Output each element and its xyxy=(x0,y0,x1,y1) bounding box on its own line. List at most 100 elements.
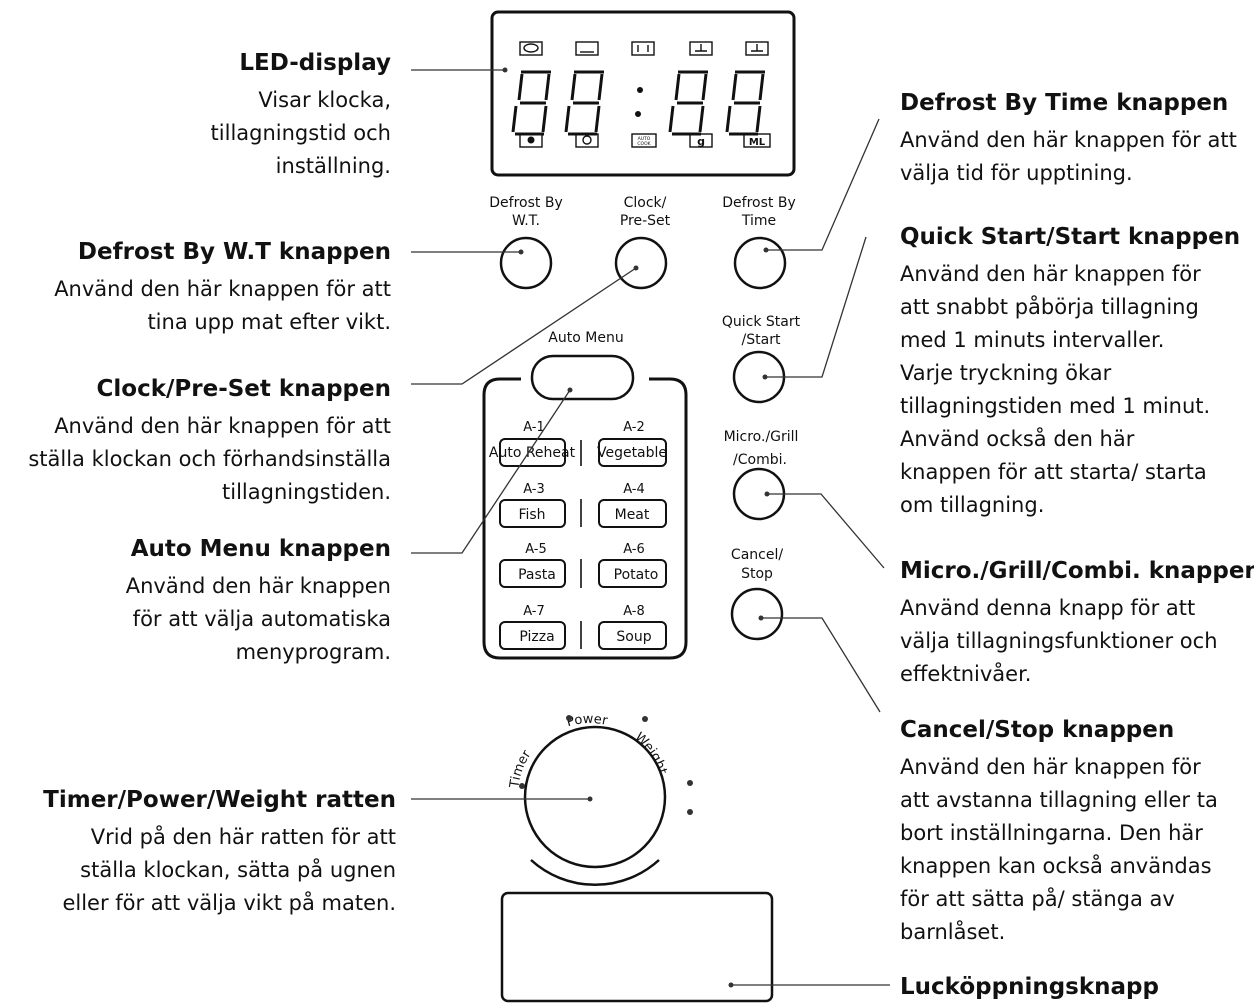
defrost-time-title: Defrost By Time knappen xyxy=(900,90,1229,116)
menu-button-a8[interactable] xyxy=(598,621,667,650)
micro-grill-button-group: Micro./Grill /Combi. xyxy=(724,429,799,521)
auto-menu-frame xyxy=(482,377,688,660)
clock-preset-button[interactable] xyxy=(614,236,668,290)
clock-icon xyxy=(575,133,599,148)
auto-menu-area: Auto Menu A-1 Auto Reheat A-2 Vegetable … xyxy=(482,330,688,660)
menu-button-a2[interactable] xyxy=(598,438,667,467)
menu-name-a4: Meat xyxy=(615,507,650,523)
menu-item-a4[interactable]: A-4 Meat xyxy=(598,482,667,528)
menu-code-a5: A-5 xyxy=(525,542,547,557)
micro-grill-label-2: /Combi. xyxy=(733,452,787,468)
menu-code-a4: A-4 xyxy=(623,482,645,497)
micro-grill-desc: Använd denna knapp för att välja tillagn… xyxy=(900,596,1218,686)
menu-button-a7[interactable] xyxy=(499,621,566,650)
clock-preset-annotation: Clock/Pre-Set knappen Använd den här kna… xyxy=(1,374,391,509)
ml-icon xyxy=(743,133,771,148)
quick-start-label-2: /Start xyxy=(742,332,781,348)
microwave-wave-icon xyxy=(523,43,539,53)
quick-start-title: Quick Start/Start knappen xyxy=(900,224,1241,250)
defrost-wt-button-group: Defrost By W.T. xyxy=(489,195,563,290)
grill-icon xyxy=(575,41,599,56)
menu-item-a2[interactable]: A-2 Vegetable xyxy=(597,420,667,467)
menu-name-a7: Pizza xyxy=(519,629,554,645)
menu-name-a6: Potato xyxy=(614,567,659,583)
auto-menu-title: Auto Menu knappen xyxy=(130,536,391,562)
dial-arc xyxy=(530,859,660,887)
menu-button-a5[interactable] xyxy=(499,559,566,588)
defrost-wt-desc: Använd den här knappen för att tina upp … xyxy=(54,277,391,334)
cancel-stop-label-1: Cancel/ xyxy=(731,547,783,563)
clock-preset-title: Clock/Pre-Set knappen xyxy=(96,376,392,402)
combi-icon xyxy=(631,41,655,56)
clock-preset-desc: Använd den här knappen för att ställa kl… xyxy=(28,414,391,504)
cancel-stop-annotation: Cancel/Stop knappen Använd den här knapp… xyxy=(900,715,1230,949)
auto-menu-annotation: Auto Menu knappen Använd den här knappen… xyxy=(11,534,391,669)
quick-start-label-1: Quick Start xyxy=(722,314,801,330)
ml-label: ML xyxy=(749,137,766,148)
door-open-button[interactable] xyxy=(500,891,774,1003)
defrost-wt-label-2: W.T. xyxy=(512,213,540,229)
menu-item-a3[interactable]: A-3 Fish xyxy=(499,482,566,528)
menu-code-a2: A-2 xyxy=(623,420,645,435)
micro-grill-label-1: Micro./Grill xyxy=(724,429,799,445)
display-bottom-icons: AUTO COOK g ML xyxy=(519,133,771,148)
cancel-stop-desc: Använd den här knappen för att avstanna … xyxy=(900,755,1218,944)
led-display-desc: Visar klocka, tillagningstid och inställ… xyxy=(210,88,391,178)
auto-menu-desc: Använd den här knappen för att välja aut… xyxy=(125,574,391,664)
defrost-time-desc: Använd den här knappen för att välja tid… xyxy=(900,128,1237,185)
menu-button-a3[interactable] xyxy=(499,499,566,528)
menu-item-a7[interactable]: A-7 Pizza xyxy=(499,604,566,650)
dial-annotation: Timer/Power/Weight ratten Vrid på den hä… xyxy=(16,785,396,920)
gram-label: g xyxy=(697,135,705,148)
auto-menu-button[interactable] xyxy=(530,354,635,401)
leader-lines xyxy=(411,67,890,988)
menu-item-a5[interactable]: A-5 Pasta xyxy=(499,542,566,588)
clock-preset-label-1: Clock/ xyxy=(624,195,667,211)
defrost-wt-title: Defrost By W.T knappen xyxy=(77,239,391,265)
defrost-time-button-group: Defrost By Time xyxy=(722,195,796,290)
auto-cook-label-line2: COOK xyxy=(637,141,651,147)
menu-code-a3: A-3 xyxy=(523,482,545,497)
defrost-time-label-1: Defrost By xyxy=(722,195,795,211)
menu-code-a6: A-6 xyxy=(623,542,645,557)
menu-button-a6[interactable] xyxy=(598,559,667,588)
auto-cook-label-line1: AUTO xyxy=(638,136,651,142)
defrost-icon xyxy=(689,41,713,56)
menu-code-a8: A-8 xyxy=(623,604,645,619)
auto-menu-label: Auto Menu xyxy=(548,330,623,346)
micro-grill-annotation: Micro./Grill/Combi. knappen Använd denna… xyxy=(900,556,1254,691)
clock-preset-button-group: Clock/ Pre-Set xyxy=(614,195,671,290)
led-display-annotation: LED-display Visar klocka, tillagningstid… xyxy=(11,48,391,183)
defrost-time-label-2: Time xyxy=(741,213,776,229)
dial-knob[interactable] xyxy=(523,725,667,869)
timer-power-weight-dial: Timer Power Weight xyxy=(507,712,693,887)
dial-desc: Vrid på den här ratten för att ställa kl… xyxy=(62,825,396,915)
microwave-icon xyxy=(519,41,543,56)
clock-preset-label-2: Pre-Set xyxy=(620,213,671,229)
display-top-icons xyxy=(519,41,769,56)
menu-item-a1[interactable]: A-1 Auto Reheat xyxy=(489,420,576,467)
defrost-time-annotation: Defrost By Time knappen Använd den här k… xyxy=(900,88,1245,190)
door-title: Lucköppningsknapp xyxy=(900,974,1159,1000)
menu-button-a1[interactable] xyxy=(499,438,566,467)
menu-item-a8[interactable]: A-8 Soup xyxy=(598,604,667,650)
menu-name-a5: Pasta xyxy=(518,567,556,583)
quick-start-button-group: Quick Start /Start xyxy=(722,314,801,404)
menu-code-a7: A-7 xyxy=(523,604,545,619)
menu-name-a2: Vegetable xyxy=(597,445,667,461)
menu-item-a6[interactable]: A-6 Potato xyxy=(598,542,667,588)
cancel-stop-label-2: Stop xyxy=(741,566,773,582)
defrost-time-button[interactable] xyxy=(733,236,787,290)
defrost-wt-button[interactable] xyxy=(499,236,553,290)
defrost-wt-annotation: Defrost By W.T knappen Använd den här kn… xyxy=(11,237,391,339)
micro-grill-title: Micro./Grill/Combi. knappen xyxy=(900,558,1254,584)
cancel-stop-button-group: Cancel/ Stop xyxy=(730,547,784,641)
quick-start-annotation: Quick Start/Start knappen Använd den här… xyxy=(900,222,1241,522)
dial-title: Timer/Power/Weight ratten xyxy=(43,787,396,813)
cancel-stop-button[interactable] xyxy=(730,587,784,641)
lock-icon xyxy=(519,133,543,148)
weight-icon xyxy=(745,41,769,56)
door-annotation: Lucköppningsknapp xyxy=(900,972,1230,1002)
menu-button-a4[interactable] xyxy=(598,499,667,528)
